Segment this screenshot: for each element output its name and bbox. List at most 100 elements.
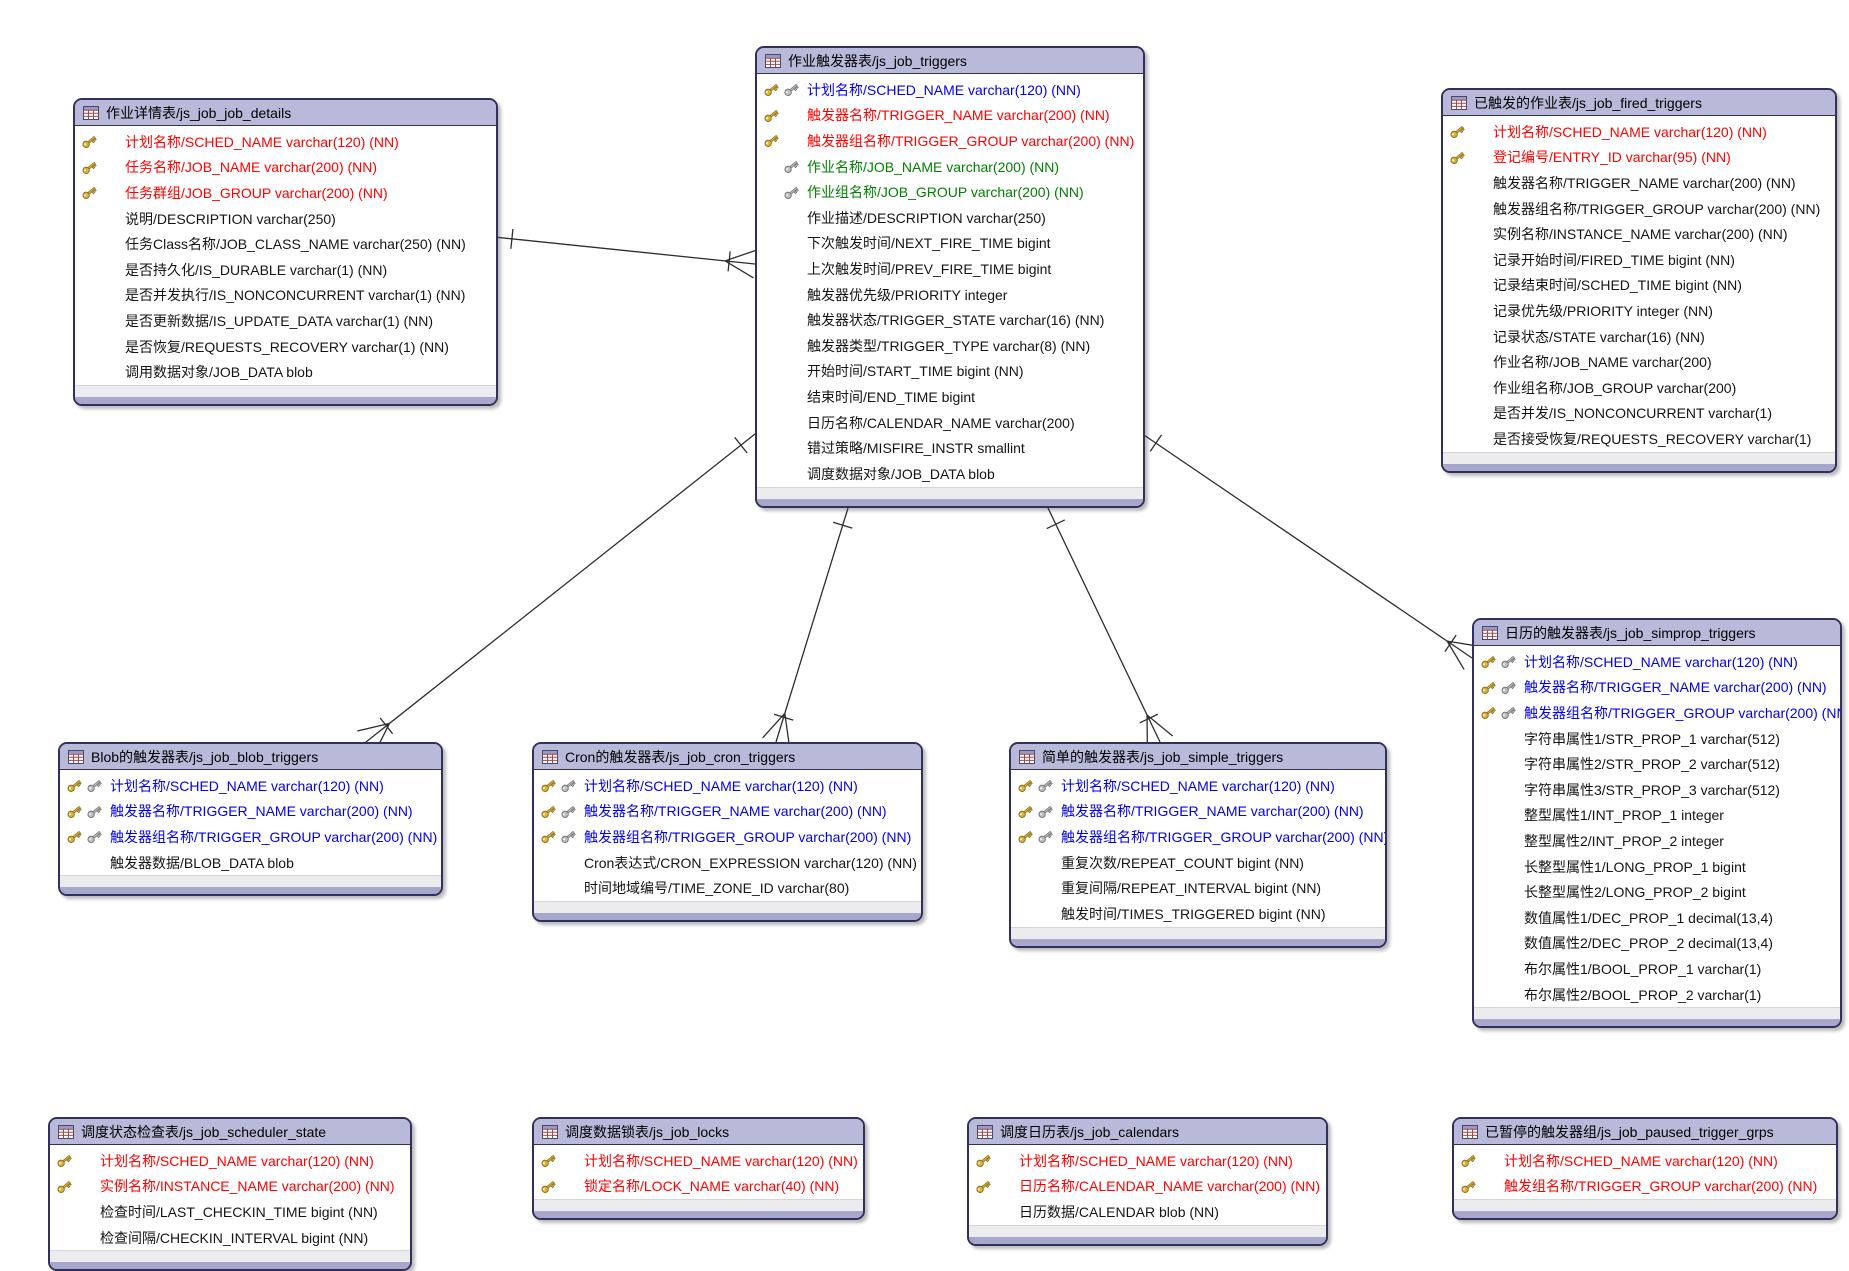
- table-header-js_job_cron_triggers[interactable]: Cron的触发器表/js_job_cron_triggers: [534, 744, 921, 770]
- table-header-js_job_simprop_triggers[interactable]: 日历的触发器表/js_job_simprop_triggers: [1474, 620, 1840, 646]
- column-row: 是否接受恢复/REQUESTS_RECOVERY varchar(1): [1443, 426, 1835, 452]
- column-definition: 触发器状态/TRIGGER_STATE varchar(16) (NN): [807, 312, 1105, 329]
- column-row: 字符串属性1/STR_PROP_1 varchar(512): [1474, 726, 1840, 752]
- table-footer-bar: [1443, 463, 1835, 471]
- table-js_job_triggers[interactable]: 作业触发器表/js_job_triggers 计划名称/SCHED_NAME va…: [755, 46, 1145, 508]
- foreign-key-icon: [781, 184, 801, 201]
- primary-key-icon: [761, 132, 781, 149]
- column-definition: 是否恢复/REQUESTS_RECOVERY varchar(1) (NN): [125, 338, 449, 355]
- column-row: 触发器名称/TRIGGER_NAME varchar(200) (NN): [1011, 799, 1385, 825]
- table-js_job_fired_triggers[interactable]: 已触发的作业表/js_job_fired_triggers 计划名称/SCHED_…: [1441, 88, 1837, 473]
- column-row: 触发器数据/BLOB_DATA blob: [60, 850, 441, 876]
- column-definition: 是否接受恢复/REQUESTS_RECOVERY varchar(1): [1493, 430, 1812, 447]
- column-definition: 整型属性1/INT_PROP_1 integer: [1524, 807, 1724, 824]
- foreign-key-icon: [558, 828, 578, 845]
- column-row: 数值属性1/DEC_PROP_1 decimal(13,4): [1474, 905, 1840, 931]
- column-definition: 是否并发/IS_NONCONCURRENT varchar(1): [1493, 405, 1772, 422]
- column-definition: 记录状态/STATE varchar(16) (NN): [1493, 328, 1705, 345]
- table-header-js_job_triggers[interactable]: 作业触发器表/js_job_triggers: [757, 48, 1143, 74]
- column-definition: 是否并发执行/IS_NONCONCURRENT varchar(1) (NN): [125, 287, 466, 304]
- table-header-js_job_scheduler_state[interactable]: 调度状态检查表/js_job_scheduler_state: [50, 1119, 410, 1145]
- column-definition: 计划名称/SCHED_NAME varchar(120) (NN): [1493, 123, 1767, 140]
- column-definition: 说明/DESCRIPTION varchar(250): [125, 210, 336, 227]
- column-definition: 触发器优先级/PRIORITY integer: [807, 286, 1008, 303]
- column-definition: 检查时间/LAST_CHECKIN_TIME bigint (NN): [100, 1203, 378, 1220]
- table-header-js_job_fired_triggers[interactable]: 已触发的作业表/js_job_fired_triggers: [1443, 90, 1835, 116]
- table-header-js_job_simple_triggers[interactable]: 简单的触发器表/js_job_simple_triggers: [1011, 744, 1385, 770]
- column-definition: 触发器组名称/TRIGGER_GROUP varchar(200) (NN): [1061, 828, 1387, 845]
- table-footer: [534, 1199, 863, 1212]
- column-definition: 布尔属性2/BOOL_PROP_2 varchar(1): [1524, 986, 1762, 1003]
- column-row: 布尔属性1/BOOL_PROP_1 varchar(1): [1474, 956, 1840, 982]
- primary-key-icon: [1478, 679, 1498, 696]
- column-definition: 触发器名称/TRIGGER_NAME varchar(200) (NN): [807, 107, 1110, 124]
- table-header-js_job_calendars[interactable]: 调度日历表/js_job_calendars: [969, 1119, 1326, 1145]
- column-definition: 作业描述/DESCRIPTION varchar(250): [807, 209, 1046, 226]
- primary-key-icon: [538, 777, 558, 794]
- table-icon: [542, 749, 558, 764]
- column-definition: 计划名称/SCHED_NAME varchar(120) (NN): [584, 777, 858, 794]
- table-footer-bar: [757, 498, 1143, 506]
- foreign-key-icon: [1498, 704, 1518, 721]
- foreign-key-icon: [781, 158, 801, 175]
- column-definition: 触发器类型/TRIGGER_TYPE varchar(8) (NN): [807, 337, 1091, 354]
- table-title: 日历的触发器表/js_job_simprop_triggers: [1505, 624, 1756, 641]
- column-definition: 触发时间/TIMES_TRIGGERED bigint (NN): [1061, 905, 1326, 922]
- column-definition: 登记编号/ENTRY_ID varchar(95) (NN): [1493, 149, 1731, 166]
- column-definition: 作业名称/JOB_NAME varchar(200) (NN): [807, 158, 1060, 175]
- column-definition: 计划名称/SCHED_NAME varchar(120) (NN): [1061, 777, 1335, 794]
- column-definition: 触发器名称/TRIGGER_NAME varchar(200) (NN): [1061, 803, 1364, 820]
- column-row: 作业描述/DESCRIPTION varchar(250): [757, 205, 1143, 231]
- primary-key-icon: [973, 1152, 993, 1169]
- column-row: 实例名称/INSTANCE_NAME varchar(200) (NN): [50, 1174, 410, 1200]
- table-title: Blob的触发器表/js_job_blob_triggers: [91, 748, 319, 765]
- table-js_job_cron_triggers[interactable]: Cron的触发器表/js_job_cron_triggers 计划名称/SCHED…: [532, 742, 923, 922]
- column-row: 计划名称/SCHED_NAME varchar(120) (NN): [1011, 773, 1385, 799]
- column-row: 结束时间/END_TIME bigint: [757, 384, 1143, 410]
- column-row: 计划名称/SCHED_NAME varchar(120) (NN): [1454, 1148, 1836, 1174]
- column-row: 计划名称/SCHED_NAME varchar(120) (NN): [50, 1148, 410, 1174]
- table-js_job_scheduler_state[interactable]: 调度状态检查表/js_job_scheduler_state 计划名称/SCHED…: [48, 1117, 412, 1271]
- column-definition: 记录开始时间/FIRED_TIME bigint (NN): [1493, 251, 1735, 268]
- table-header-js_job_job_details[interactable]: 作业详情表/js_job_job_details: [75, 100, 496, 126]
- table-header-js_job_blob_triggers[interactable]: Blob的触发器表/js_job_blob_triggers: [60, 744, 441, 770]
- column-row: 作业名称/JOB_NAME varchar(200): [1443, 349, 1835, 375]
- column-row: 计划名称/SCHED_NAME varchar(120) (NN): [534, 1148, 863, 1174]
- table-header-js_job_paused_trigger_grps[interactable]: 已暂停的触发器组/js_job_paused_trigger_grps: [1454, 1119, 1836, 1145]
- column-row: 触发时间/TIMES_TRIGGERED bigint (NN): [1011, 901, 1385, 927]
- table-title: 作业触发器表/js_job_triggers: [788, 52, 967, 69]
- primary-key-icon: [54, 1178, 74, 1195]
- column-row: 触发器名称/TRIGGER_NAME varchar(200) (NN): [1443, 170, 1835, 196]
- primary-key-icon: [1015, 777, 1035, 794]
- primary-key-icon: [1458, 1178, 1478, 1195]
- table-icon: [1482, 625, 1498, 640]
- table-js_job_locks[interactable]: 调度数据锁表/js_job_locks 计划名称/SCHED_NAME varch…: [532, 1117, 865, 1221]
- table-icon: [765, 53, 781, 68]
- column-definition: 重复次数/REPEAT_COUNT bigint (NN): [1061, 854, 1304, 871]
- column-row: 任务名称/JOB_NAME varchar(200) (NN): [75, 155, 496, 181]
- table-title: Cron的触发器表/js_job_cron_triggers: [565, 748, 796, 765]
- column-row: 触发器组名称/TRIGGER_GROUP varchar(200) (NN): [60, 824, 441, 850]
- table-columns: 计划名称/SCHED_NAME varchar(120) (NN)触发器名称/T…: [534, 770, 921, 901]
- column-definition: 计划名称/SCHED_NAME varchar(120) (NN): [1504, 1152, 1778, 1169]
- primary-key-icon: [1478, 653, 1498, 670]
- table-columns: 计划名称/SCHED_NAME varchar(120) (NN)触发器名称/T…: [757, 74, 1143, 487]
- table-columns: 计划名称/SCHED_NAME varchar(120) (NN) 触发器名称/T…: [1011, 770, 1385, 927]
- foreign-key-icon: [84, 777, 104, 794]
- table-header-js_job_locks[interactable]: 调度数据锁表/js_job_locks: [534, 1119, 863, 1145]
- column-definition: 作业组名称/JOB_GROUP varchar(200): [1493, 379, 1737, 396]
- column-definition: 触发器名称/TRIGGER_NAME varchar(200) (NN): [1493, 174, 1796, 191]
- column-row: 记录状态/STATE varchar(16) (NN): [1443, 324, 1835, 350]
- primary-key-icon: [538, 828, 558, 845]
- column-row: 长整型属性1/LONG_PROP_1 bigint: [1474, 854, 1840, 880]
- column-row: 调度数据对象/JOB_DATA blob: [757, 461, 1143, 487]
- table-js_job_paused_trigger_grps[interactable]: 已暂停的触发器组/js_job_paused_trigger_grps 计划名称/…: [1452, 1117, 1838, 1221]
- column-definition: 记录结束时间/SCHED_TIME bigint (NN): [1493, 277, 1742, 294]
- column-definition: 实例名称/INSTANCE_NAME varchar(200) (NN): [1493, 226, 1788, 243]
